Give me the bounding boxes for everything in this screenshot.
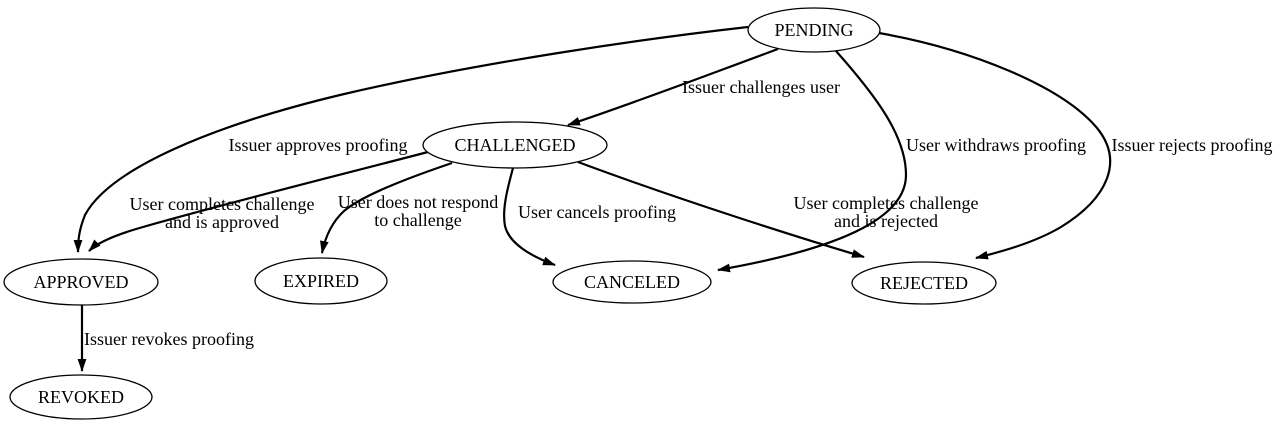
edge-label-does-not-respond-line1: User does not respond: [338, 192, 498, 212]
edge-label-user-withdraws-proofing: User withdraws proofing: [906, 135, 1086, 155]
edge-pending-canceled: [717, 50, 908, 273]
node-revoked: REVOKED: [9, 374, 153, 420]
edges: [73, 25, 1112, 372]
edge-label-completes-challenge-rejected-line2: and is rejected: [834, 211, 938, 231]
node-challenged-ellipse: [422, 121, 608, 169]
edge-challenged-approved: [88, 150, 429, 252]
node-expired-label: EXPIRED: [283, 271, 359, 291]
node-approved-ellipse: [3, 258, 159, 306]
node-challenged-label: CHALLENGED: [455, 135, 576, 155]
edge-label-user-cancels-proofing: User cancels proofing: [518, 202, 676, 222]
edge-label-issuer-approves-proofing: Issuer approves proofing: [229, 135, 408, 155]
nodes: PENDING CHALLENGED APPROVED EXPIRED CANC…: [3, 7, 997, 420]
node-rejected: REJECTED: [851, 261, 997, 305]
edge-pending-approved: [73, 25, 749, 253]
edge-label-issuer-rejects-proofing: Issuer rejects proofing: [1112, 135, 1273, 155]
edge-challenged-canceled: [503, 167, 556, 267]
node-canceled-ellipse: [552, 260, 712, 304]
edge-pending-challenged: [567, 47, 779, 127]
node-canceled-label: CANCELED: [584, 272, 680, 292]
node-pending-ellipse: [747, 7, 881, 53]
node-approved: APPROVED: [3, 258, 159, 306]
edge-pending-rejected: [878, 31, 1112, 260]
node-rejected-ellipse: [851, 261, 997, 305]
node-revoked-label: REVOKED: [38, 387, 124, 407]
edge-label-completes-challenge-approved-line2: and is approved: [165, 212, 279, 232]
node-expired: EXPIRED: [254, 257, 388, 305]
edge-challenged-expired: [320, 161, 453, 254]
node-pending-label: PENDING: [775, 20, 854, 40]
node-rejected-label: REJECTED: [880, 273, 968, 293]
node-canceled: CANCELED: [552, 260, 712, 304]
node-approved-label: APPROVED: [33, 272, 128, 292]
edge-label-issuer-challenges-user: Issuer challenges user: [682, 77, 840, 97]
edge-label-does-not-respond-line2: to challenge: [374, 210, 461, 230]
edge-label-completes-challenge-rejected-line1: User completes challenge: [794, 193, 979, 213]
node-pending: PENDING: [747, 7, 881, 53]
node-revoked-ellipse: [9, 374, 153, 420]
edge-challenged-rejected: [577, 160, 865, 259]
node-challenged: CHALLENGED: [422, 121, 608, 169]
edge-label-issuer-revokes-proofing: Issuer revokes proofing: [84, 329, 254, 349]
edge-labels: Issuer challenges user Issuer approves p…: [84, 77, 1272, 349]
node-expired-ellipse: [254, 257, 388, 305]
edge-label-completes-challenge-approved-line1: User completes challenge: [130, 194, 315, 214]
